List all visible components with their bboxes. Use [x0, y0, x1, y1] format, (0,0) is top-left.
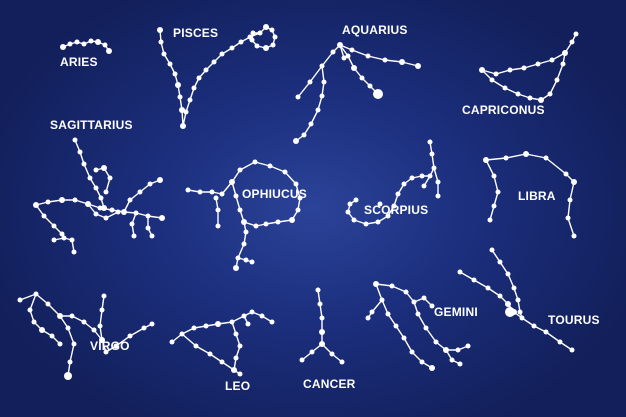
constellation-cancer: CANCER: [299, 287, 356, 391]
label-ophiuchus: OPHIUCUS: [242, 187, 307, 201]
constellation-capricornus: CAPRICONUS: [462, 31, 579, 117]
label-taurus: TOURUS: [548, 313, 600, 327]
label-virgo: VIRGO: [90, 339, 130, 353]
constellation-taurus: TOURUS: [457, 247, 600, 353]
label-aries: ARIES: [60, 55, 98, 69]
constellation-aries: ARIES: [60, 38, 112, 69]
constellation-ophiuchus: OPHIUCUS: [185, 159, 307, 271]
constellation-sagittarius: SAGITTARIUS: [33, 118, 165, 255]
constellation-virgo: VIRGO: [17, 291, 155, 380]
constellation-leo: LEO: [169, 309, 275, 393]
label-capricornus: CAPRICONUS: [462, 103, 545, 117]
label-scorpius: SCORPIUS: [364, 203, 428, 217]
label-leo: LEO: [225, 379, 250, 393]
constellation-aquarius: AQUARIUS: [293, 23, 421, 144]
label-aquarius: AQUARIUS: [342, 23, 408, 37]
label-cancer: CANCER: [303, 377, 356, 391]
label-pisces: PISCES: [173, 26, 218, 40]
constellation-gemini: GEMINI: [365, 281, 478, 371]
label-sagittarius: SAGITTARIUS: [50, 118, 133, 132]
label-libra: LIBRA: [518, 189, 556, 203]
constellation-pisces: PISCES: [157, 24, 278, 129]
label-gemini: GEMINI: [434, 305, 478, 319]
constellation-libra: LIBRA: [483, 151, 577, 239]
constellation-scorpius: SCORPIUS: [345, 139, 441, 227]
